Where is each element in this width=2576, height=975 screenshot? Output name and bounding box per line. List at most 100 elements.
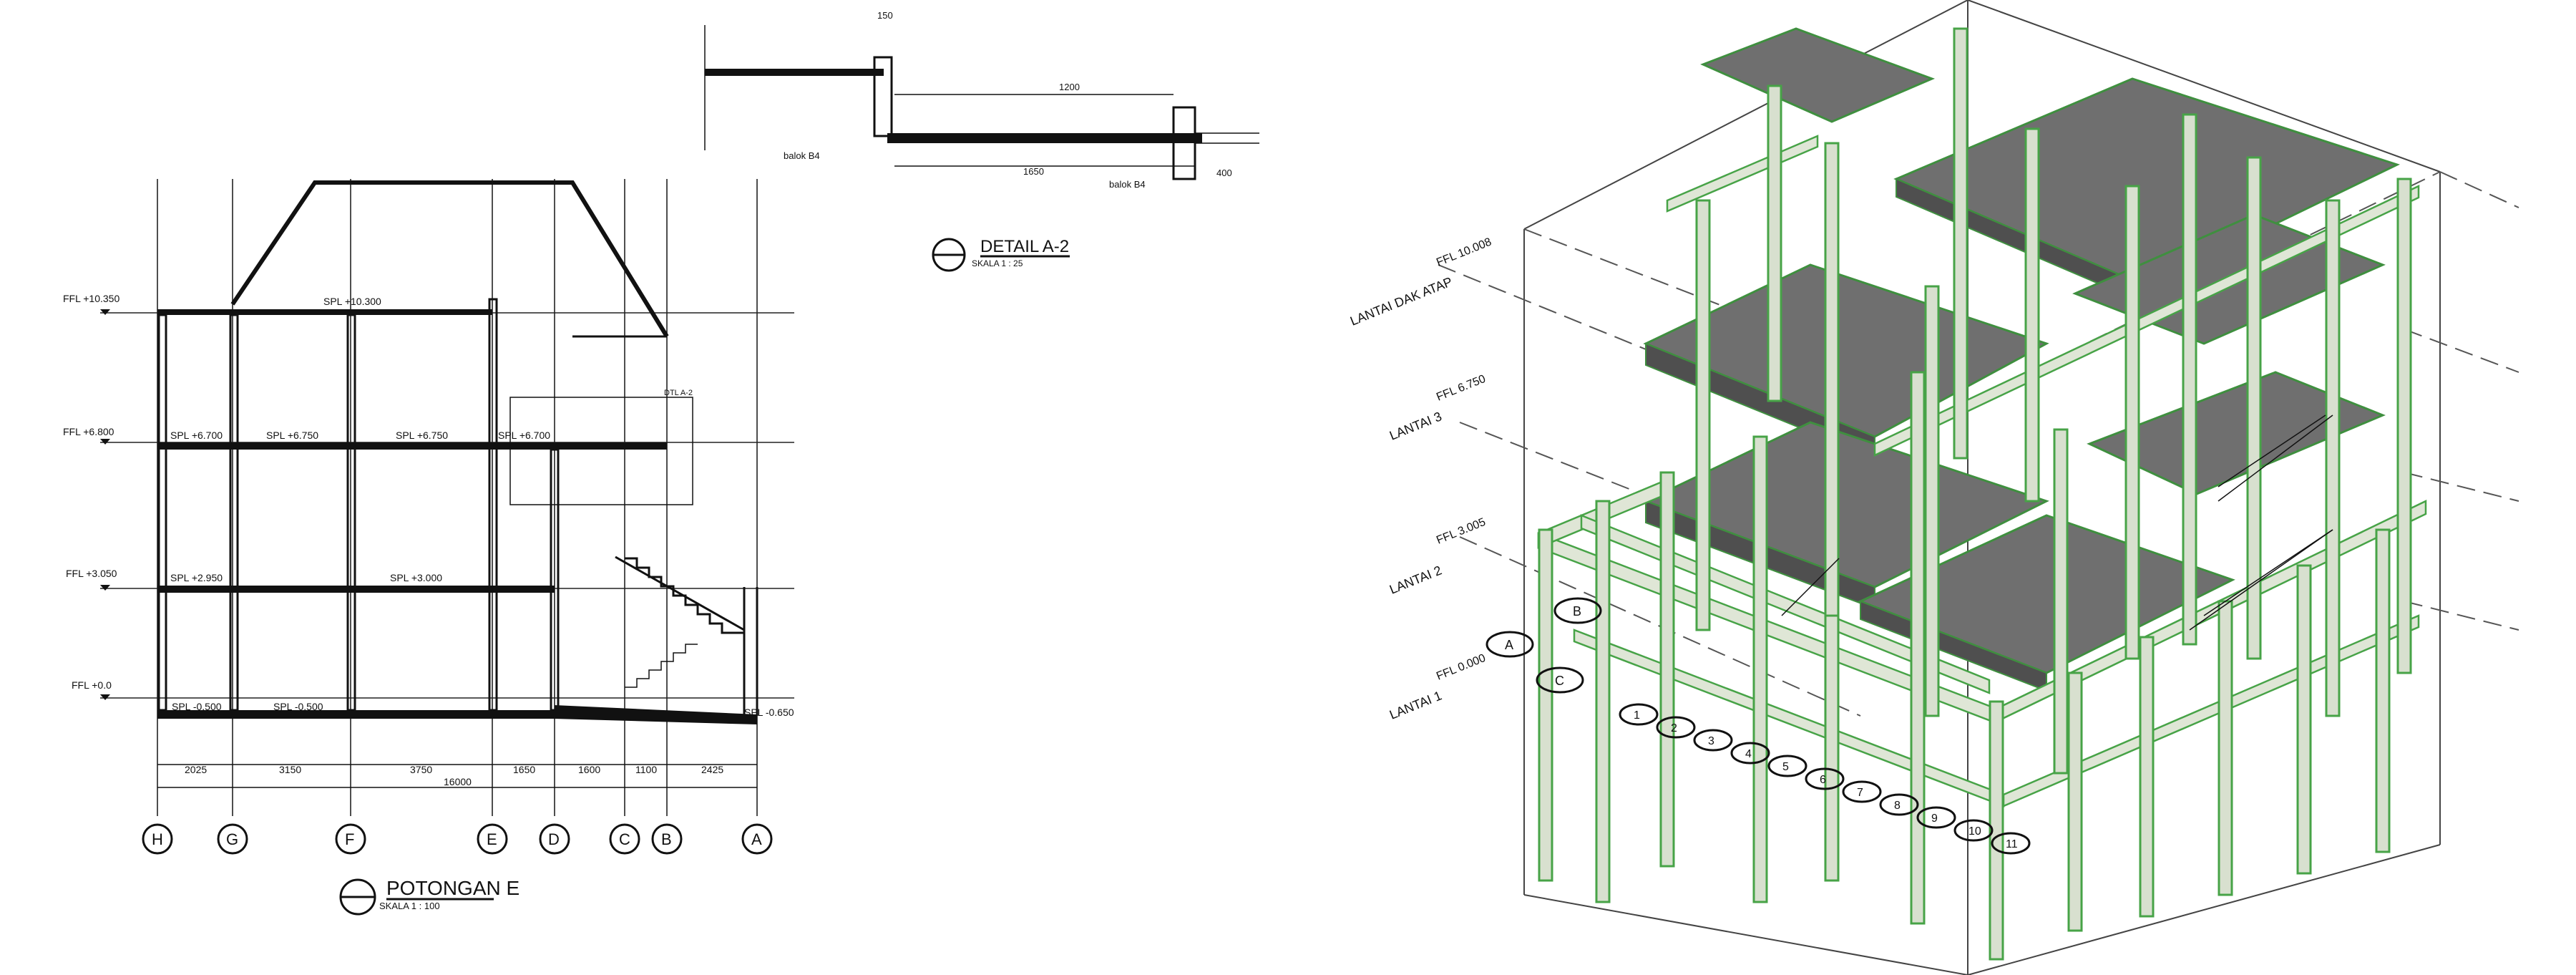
grid-number-bubble	[1730, 742, 1770, 765]
section-grid-lines	[157, 179, 758, 816]
svg-text:SPL +6.750: SPL +6.750	[396, 430, 448, 441]
beam-label-left: balok B4	[784, 150, 820, 161]
iso-column	[1659, 471, 1675, 868]
iso-column	[2396, 178, 2412, 674]
stair-flight-lower	[625, 644, 698, 688]
iso-column	[2246, 156, 2262, 660]
iso-column	[2053, 428, 2069, 775]
grid-number: 4	[1745, 748, 1752, 760]
iso-column	[2124, 185, 2140, 660]
iso-column	[2296, 564, 2312, 875]
grid-number-bubble	[1991, 832, 2031, 855]
level-ffl: FFL 3.005	[1435, 516, 1488, 547]
svg-text:2425: 2425	[701, 764, 723, 775]
svg-text:FFL +3.050: FFL +3.050	[66, 568, 117, 579]
grid-bubble-label: B	[661, 830, 672, 848]
iso-columns	[1538, 27, 2412, 961]
detail-scale: SKALA 1 : 25	[972, 258, 1023, 268]
iso-column	[1824, 142, 1840, 617]
grid-bubble-label: D	[548, 830, 560, 848]
grid-bubble-label: H	[152, 830, 163, 848]
level-label: LANTAI 3	[1387, 409, 1444, 442]
svg-text:SPL -0.500: SPL -0.500	[273, 701, 323, 712]
ffl-labels: FFL +10.350 FFL +6.800 FFL +3.050 FFL +0…	[63, 293, 119, 700]
iso-column	[2182, 113, 2197, 646]
svg-text:SPL +2.950: SPL +2.950	[170, 572, 223, 583]
level-ffl: FFL 0.000	[1435, 652, 1488, 683]
grid-number: 5	[1782, 761, 1789, 773]
grid-number-bubble	[1767, 755, 1807, 777]
iso-column	[1924, 285, 1940, 717]
grid-letter: B	[1573, 604, 1581, 619]
grid-number: 3	[1708, 735, 1714, 747]
grid-number-bubble	[1656, 716, 1696, 739]
grid-number-bubble	[1842, 780, 1882, 803]
grid-number-bubble	[1916, 806, 1956, 829]
iso-level-labels: LANTAI DAK ATAP FFL 10.008 LANTAI 3 FFL …	[1348, 236, 1493, 722]
grid-number: 9	[1931, 812, 1938, 825]
iso-column	[1752, 435, 1768, 903]
iso-column	[1953, 27, 1968, 460]
level-label: LANTAI DAK ATAP	[1348, 274, 1454, 329]
ground-slab	[157, 710, 555, 719]
svg-text:FFL +6.800: FFL +6.800	[63, 426, 114, 437]
iso-column	[1910, 371, 1926, 925]
svg-text:FFL +0.0: FFL +0.0	[72, 679, 112, 691]
beam-label-right: balok B4	[1109, 179, 1146, 190]
level-label: LANTAI 2	[1387, 563, 1444, 596]
svg-text:1200: 1200	[1059, 82, 1080, 92]
svg-text:2025: 2025	[185, 764, 207, 775]
svg-text:1650: 1650	[513, 764, 535, 775]
section-columns	[157, 298, 560, 712]
svg-text:1650: 1650	[1023, 166, 1044, 177]
level-ffl: FFL 10.008	[1435, 236, 1493, 268]
grid-number: 6	[1820, 774, 1826, 786]
iso-column	[1538, 528, 1553, 882]
detail-drawing: 1200 1650 400 150 balok B4 balok B4 DETA…	[704, 10, 1259, 272]
level-label: LANTAI 1	[1387, 688, 1444, 722]
total-dimension: 16000	[444, 776, 472, 787]
svg-text:SPL +6.700: SPL +6.700	[170, 430, 223, 441]
stair-flight-upper	[625, 557, 744, 634]
spl-labels: SPL +10.300 SPL +6.700 SPL +6.750 SPL +6…	[170, 296, 794, 718]
grid-number-bubble	[1693, 729, 1733, 752]
svg-text:150: 150	[877, 10, 893, 21]
iso-column	[2139, 636, 2155, 918]
iso-column	[1695, 199, 1711, 631]
svg-text:1100: 1100	[635, 764, 657, 775]
section-title: POTONGAN E	[386, 877, 519, 899]
grid-number: 8	[1894, 800, 1901, 812]
grid-number-bubble	[1619, 703, 1659, 726]
iso-column	[2067, 671, 2083, 932]
grid-number: 11	[2006, 838, 2018, 850]
detail-title: DETAIL A-2	[980, 237, 1069, 256]
grid-number-bubble	[1805, 767, 1845, 790]
svg-text:SPL -0.650: SPL -0.650	[744, 707, 794, 718]
iso-column	[1767, 84, 1782, 402]
grid-bubble-label: C	[619, 830, 630, 848]
svg-text:400: 400	[1216, 168, 1232, 178]
svg-text:SPL +6.700: SPL +6.700	[498, 430, 550, 441]
grid-number-bubble	[1953, 819, 1994, 842]
iso-column	[2218, 600, 2233, 896]
grid-letter: A	[1505, 638, 1513, 652]
structural-3d-model: LANTAI DAK ATAP FFL 10.008 LANTAI 3 FFL …	[1348, 0, 2519, 975]
roof-outline	[230, 180, 669, 338]
iso-column	[2325, 199, 2341, 717]
grid-bubble-label: A	[751, 830, 762, 848]
svg-text:SPL +10.300: SPL +10.300	[323, 296, 381, 307]
grid-number: 10	[1968, 825, 1981, 838]
level3-slab	[157, 442, 667, 450]
detail-title-block: DETAIL A-2 SKALA 1 : 25	[932, 237, 1070, 272]
level-ffl: FFL 6.750	[1435, 373, 1488, 404]
iso-stairs	[1781, 414, 2333, 631]
section-scale: SKALA 1 : 100	[379, 901, 440, 911]
svg-text:3150: 3150	[279, 764, 301, 775]
roof-slab	[157, 309, 492, 315]
svg-text:FFL +10.350: FFL +10.350	[63, 293, 119, 304]
detail-marker-box	[509, 397, 693, 505]
grid-number: 2	[1671, 722, 1677, 734]
svg-text:SPL +6.750: SPL +6.750	[266, 430, 318, 441]
